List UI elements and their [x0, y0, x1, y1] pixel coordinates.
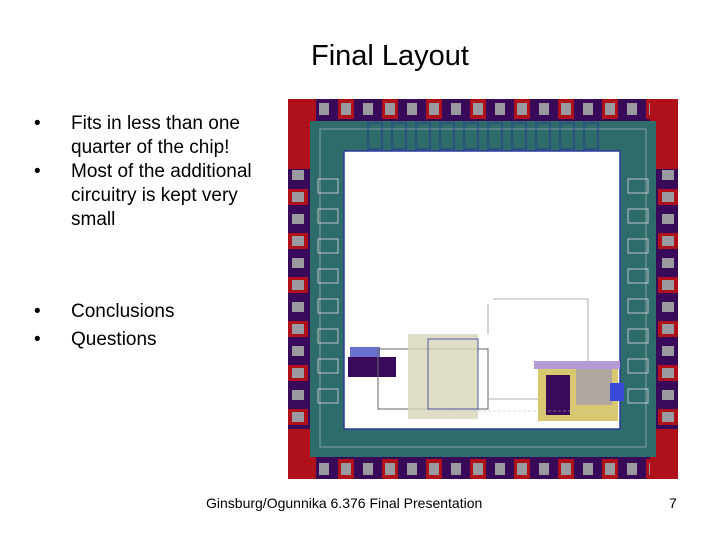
- chip-layout-image: [288, 99, 678, 479]
- bullet-item: • Fits in less than one quarter of the c…: [34, 112, 274, 160]
- bullet-text: Most of the additional circuitry is kept…: [71, 161, 252, 230]
- bullet-text: Conclusions: [71, 301, 175, 322]
- page-number: 7: [669, 495, 677, 511]
- bullet-text: Questions: [71, 329, 157, 350]
- slide-title: Final Layout: [311, 40, 469, 72]
- bullet-text: Fits in less than one quarter of the chi…: [71, 113, 240, 158]
- bullet-list-secondary: • Conclusions • Questions: [34, 298, 274, 354]
- bullet-item: • Conclusions: [34, 298, 274, 326]
- bullet-marker: •: [34, 161, 41, 182]
- footer-text: Ginsburg/Ogunnika 6.376 Final Presentati…: [206, 495, 483, 511]
- bullet-list: • Fits in less than one quarter of the c…: [34, 112, 274, 232]
- bullet-item: • Questions: [34, 326, 274, 354]
- top-pad-cells: [317, 122, 649, 404]
- bullet-marker: •: [34, 113, 41, 134]
- bullet-item: • Most of the additional circuitry is ke…: [34, 160, 274, 232]
- pad-frame: [288, 99, 678, 479]
- core-circuitry: [348, 298, 624, 421]
- bullet-marker: •: [34, 301, 41, 322]
- bullet-marker: •: [34, 329, 41, 350]
